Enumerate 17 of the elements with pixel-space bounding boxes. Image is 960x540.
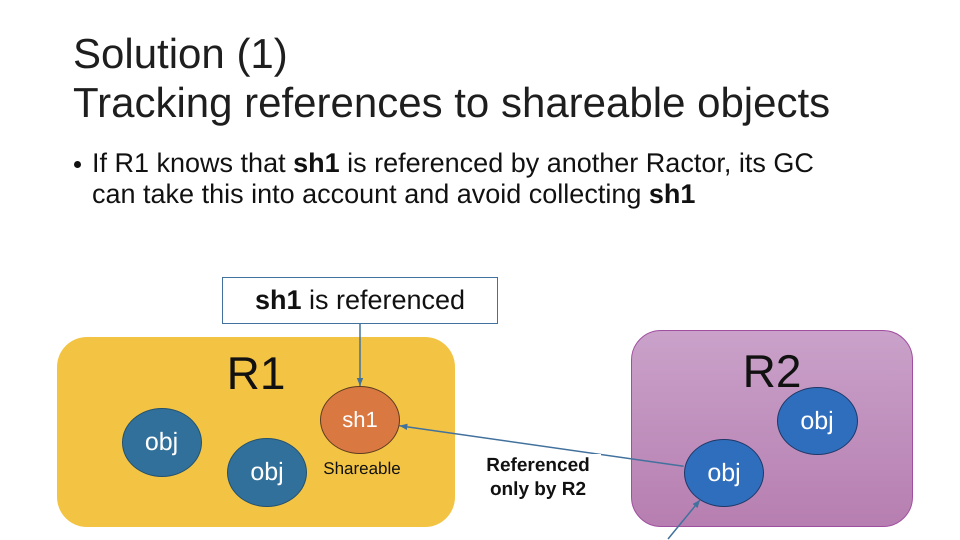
callout-text: sh1 is referenced (254, 285, 466, 316)
arrow (667, 499, 701, 540)
region-title: R2 (742, 345, 802, 397)
callout-box (222, 277, 498, 324)
object-label: obj (144, 428, 178, 456)
region-title: R1 (226, 347, 286, 399)
region-panel (57, 337, 455, 527)
object-label: obj (250, 458, 284, 486)
arrow (399, 424, 684, 468)
arrow (356, 324, 364, 386)
region-panel (631, 330, 913, 527)
object-label: sh1 (342, 407, 378, 433)
bullet-text: If R1 knows that sh1 is referenced by another Ractor, its GC can take this into account and avoid collecting sh1 (92, 148, 815, 210)
object-label: obj (800, 406, 834, 436)
slide-title: Solution (1) Tracking references to shareable objects (73, 29, 830, 127)
object-label: obj (707, 458, 741, 488)
caption-text: Shareable (323, 459, 401, 479)
